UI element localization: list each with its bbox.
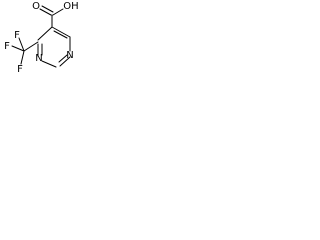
atom-label-nitrogen-right: N [66,50,73,61]
bond-cf3-f-left [11,45,25,52]
ring-bond-c2-n3 [41,60,57,68]
structure-diagram: O OH F F F N N [0,0,91,85]
carboxyl-double-bond-b [41,5,54,13]
ring-double-bond-n1-c2 [58,54,68,63]
ring-bond-n1-c2 [59,56,71,67]
atom-label-nitrogen-left: N [35,53,42,64]
atom-label-hydroxyl: OH [63,1,78,12]
carboxyl-single-bond [52,8,64,16]
bond-cf3-f-bottom [20,50,25,65]
molecule-drawing: O OH F F F N N [4,1,79,75]
atom-label-fluorine-left: F [4,41,10,52]
carboxyl-double-bond-a [39,8,52,16]
ring-bond-c5-c6 [51,26,71,38]
bond-c4-cf3 [23,41,39,52]
atom-label-fluorine-bottom: F [17,64,23,75]
ring-double-bond-c5-c6 [53,30,68,39]
atom-label-carbonyl-oxygen: O [32,1,40,12]
atom-label-fluorine-top: F [14,30,20,41]
ring-bond-c4-c5 [37,26,53,41]
bond-cf3-f-top [18,37,25,52]
